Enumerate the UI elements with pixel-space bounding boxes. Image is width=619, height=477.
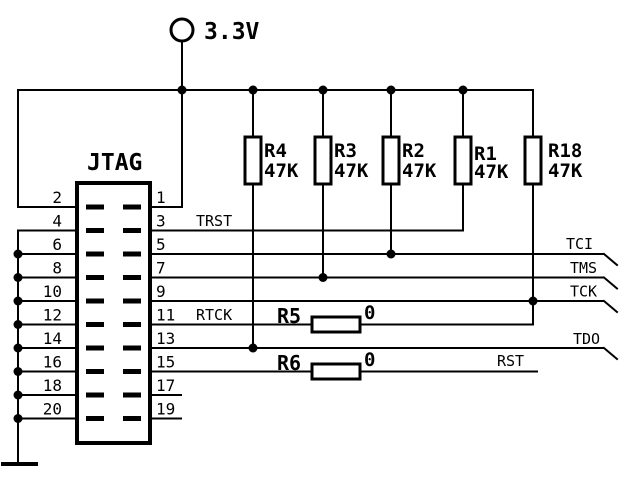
resistor-r2-value: 47K bbox=[402, 160, 437, 182]
pin-7-contact-icon bbox=[123, 275, 141, 280]
resistor-r4-name: R4 bbox=[264, 140, 287, 162]
pin-9-contact-icon bbox=[123, 298, 141, 304]
net-label-trst: TRST bbox=[196, 212, 232, 230]
pin-number-2: 2 bbox=[52, 188, 62, 207]
net-label-tdo: TDO bbox=[573, 330, 600, 348]
pin-number-18: 18 bbox=[43, 376, 62, 395]
junction-dot-icon bbox=[386, 249, 396, 259]
power-label: 3.3V bbox=[204, 19, 260, 45]
pin-number-3: 3 bbox=[156, 212, 166, 231]
pin-number-20: 20 bbox=[43, 400, 62, 419]
pin-number-4: 4 bbox=[52, 212, 62, 231]
junction-dot-icon bbox=[13, 249, 23, 259]
pin-12-contact-icon bbox=[86, 322, 104, 327]
junction-dot-icon bbox=[13, 343, 23, 353]
pin-number-5: 5 bbox=[156, 235, 166, 254]
pin-number-15: 15 bbox=[156, 353, 175, 372]
resistor-r6-value: 0 bbox=[364, 349, 375, 371]
pin-11-contact-icon bbox=[123, 322, 141, 327]
pin-17-contact-icon bbox=[123, 392, 141, 398]
net-label-tms: TMS bbox=[570, 259, 597, 277]
junction-dot-icon bbox=[13, 367, 23, 376]
net-wedge-icon bbox=[602, 346, 619, 361]
junction-dot-icon bbox=[386, 85, 396, 95]
pin-number-8: 8 bbox=[52, 259, 62, 278]
pin-number-10: 10 bbox=[43, 282, 62, 301]
resistor-r2-name: R2 bbox=[402, 140, 425, 162]
pin-1-contact-icon bbox=[123, 204, 141, 210]
pin-number-7: 7 bbox=[156, 259, 166, 278]
resistor-r18-value: 47K bbox=[548, 160, 583, 182]
pin-4-contact-icon bbox=[86, 228, 104, 233]
resistor-r3-value: 47K bbox=[334, 160, 369, 182]
pin-number-12: 12 bbox=[43, 306, 62, 325]
power-terminal-icon bbox=[169, 17, 195, 43]
resistor-r1-body bbox=[453, 135, 473, 186]
resistor-r5-body bbox=[310, 315, 362, 334]
jtag-connector-box bbox=[75, 181, 152, 445]
net-label-rst: RST bbox=[497, 352, 524, 370]
pin-8-contact-icon bbox=[86, 275, 104, 280]
pin-3-contact-icon bbox=[123, 228, 141, 233]
resistor-r5-value: 0 bbox=[364, 302, 375, 324]
junction-dot-icon bbox=[528, 296, 538, 306]
net-wedge-icon bbox=[602, 299, 619, 314]
resistor-r3-body bbox=[313, 135, 333, 186]
pin-19-contact-icon bbox=[123, 416, 141, 421]
net-label-tci: TCI bbox=[566, 235, 593, 253]
pin-13-contact-icon bbox=[123, 345, 141, 351]
junction-dot-icon bbox=[13, 273, 23, 282]
resistor-r1-name: R1 bbox=[474, 143, 497, 165]
pin-number-17: 17 bbox=[156, 376, 175, 395]
pin-18-contact-icon bbox=[86, 392, 104, 398]
pin-number-11: 11 bbox=[156, 306, 175, 325]
net-label-tck: TCK bbox=[570, 283, 597, 301]
junction-dot-icon bbox=[458, 85, 468, 95]
junction-dot-icon bbox=[248, 85, 258, 95]
net-wedge-icon bbox=[602, 252, 619, 267]
junction-dot-icon bbox=[248, 343, 258, 353]
resistor-r18-name: R18 bbox=[548, 140, 582, 162]
pin-16-contact-icon bbox=[86, 369, 104, 374]
resistor-r4-value: 47K bbox=[264, 160, 299, 182]
resistor-r1-value: 47K bbox=[474, 161, 509, 183]
pin-5-contact-icon bbox=[123, 251, 141, 257]
resistor-r2-body bbox=[381, 135, 401, 186]
junction-dot-icon bbox=[13, 296, 23, 306]
pin-10-contact-icon bbox=[86, 298, 104, 304]
junction-dot-icon bbox=[318, 273, 328, 282]
pin-number-16: 16 bbox=[43, 353, 62, 372]
resistor-r5-name: R5 bbox=[277, 304, 301, 328]
net-wedge-icon bbox=[602, 276, 619, 290]
wires bbox=[1, 40, 538, 466]
pin-15-contact-icon bbox=[123, 369, 141, 374]
pin-number-6: 6 bbox=[52, 235, 62, 254]
pin-20-contact-icon bbox=[86, 416, 104, 421]
pin-number-14: 14 bbox=[43, 329, 62, 348]
junction-dot-icon bbox=[318, 85, 328, 95]
junction-dot-icon bbox=[13, 320, 23, 329]
net-label-rtck: RTCK bbox=[196, 306, 232, 324]
resistor-r3-name: R3 bbox=[334, 140, 357, 162]
junction-dot-icon bbox=[13, 390, 23, 400]
pin-number-13: 13 bbox=[156, 329, 175, 348]
resistor-r4-body bbox=[243, 135, 263, 186]
pin-number-1: 1 bbox=[156, 188, 166, 207]
pin-6-contact-icon bbox=[86, 251, 104, 257]
pin-14-contact-icon bbox=[86, 345, 104, 351]
resistor-r6-body bbox=[310, 362, 362, 381]
junction-dot-icon bbox=[177, 85, 187, 95]
resistor-r6-name: R6 bbox=[277, 351, 301, 375]
pin-2-contact-icon bbox=[86, 204, 104, 210]
resistor-r18-body bbox=[523, 135, 543, 186]
connector-label: JTAG bbox=[87, 150, 142, 176]
pin-number-9: 9 bbox=[156, 282, 166, 301]
junction-dot-icon bbox=[13, 414, 23, 423]
pin-number-19: 19 bbox=[156, 400, 175, 419]
